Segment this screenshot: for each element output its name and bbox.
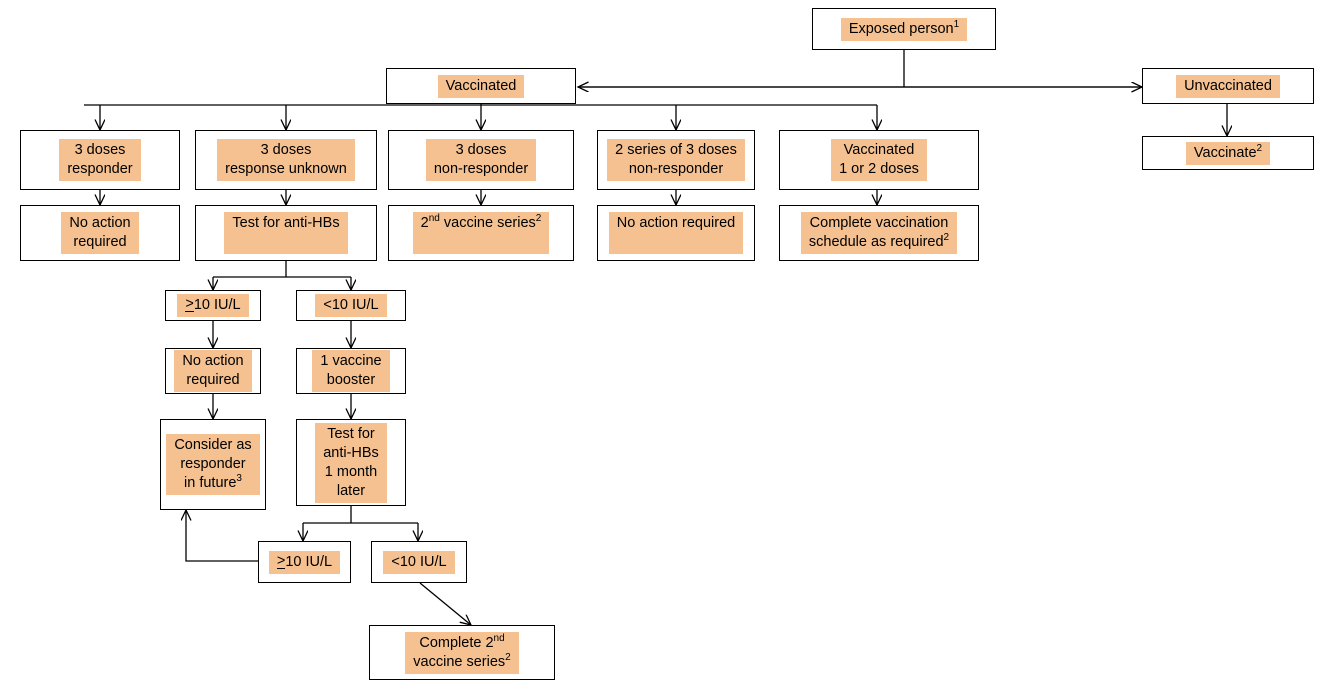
node-no-action-required-c[interactable]: No action required: [165, 348, 261, 394]
edge-feedback-responder: [186, 510, 258, 562]
node-1-vaccine-booster-label: 1 vaccine booster: [312, 350, 390, 392]
node-unvaccinated-label: Unvaccinated: [1176, 74, 1280, 98]
node-test-for-anti-hbs-label: Test for anti-HBs: [224, 212, 348, 254]
node-consider-as-responder-label: Consider as responder in future3: [166, 434, 260, 495]
node-test-for-anti-hbs[interactable]: Test for anti-HBs: [195, 205, 377, 261]
node-3-doses-responder[interactable]: 3 doses responder: [20, 130, 180, 190]
node-3-doses-response-unknown[interactable]: 3 doses response unknown: [195, 130, 377, 190]
node-lt10-iu-upper[interactable]: <10 IU/L: [296, 290, 406, 321]
node-no-action-required-c-label: No action required: [174, 350, 252, 392]
node-no-action-required-a[interactable]: No action required: [20, 205, 180, 261]
node-vaccinate[interactable]: Vaccinate2: [1142, 136, 1314, 170]
node-no-action-required-a-label: No action required: [61, 212, 139, 254]
node-2-series-non-responder-label: 2 series of 3 doses non-responder: [607, 139, 745, 181]
node-vaccinated[interactable]: Vaccinated: [386, 68, 576, 104]
node-3-doses-responder-label: 3 doses responder: [59, 139, 141, 181]
node-unvaccinated[interactable]: Unvaccinated: [1142, 68, 1314, 104]
node-test-anti-hbs-1-month-label: Test for anti-HBs 1 month later: [315, 422, 387, 503]
node-ge10-iu-lower[interactable]: >10 IU/L: [258, 541, 351, 583]
node-ge10-iu-lower-label: >10 IU/L: [268, 550, 341, 574]
node-lt10-iu-upper-label: <10 IU/L: [315, 294, 387, 317]
node-ge10-iu-upper-label: >10 IU/L: [177, 294, 249, 317]
node-1-vaccine-booster[interactable]: 1 vaccine booster: [296, 348, 406, 394]
node-ge10-iu-upper[interactable]: >10 IU/L: [165, 290, 261, 321]
node-3-doses-non-responder[interactable]: 3 doses non-responder: [388, 130, 574, 190]
node-exposed-person-label: Exposed person1: [840, 17, 968, 41]
node-complete-vaccination-schedule[interactable]: Complete vaccination schedule as require…: [779, 205, 979, 261]
node-2nd-vaccine-series[interactable]: 2nd vaccine series2: [388, 205, 574, 261]
greater-equal-icon-lower: >: [276, 552, 286, 569]
node-3-doses-response-unknown-label: 3 doses response unknown: [217, 139, 355, 181]
edge-lt2-complete: [419, 582, 471, 625]
node-test-anti-hbs-1-month[interactable]: Test for anti-HBs 1 month later: [296, 419, 406, 506]
node-3-doses-non-responder-label: 3 doses non-responder: [425, 139, 537, 181]
greater-equal-icon: >: [185, 296, 194, 312]
node-2-series-non-responder[interactable]: 2 series of 3 doses non-responder: [597, 130, 755, 190]
node-lt10-iu-lower-label: <10 IU/L: [383, 550, 455, 574]
node-consider-as-responder[interactable]: Consider as responder in future3: [160, 419, 266, 510]
node-vaccinated-label: Vaccinated: [437, 74, 525, 98]
node-no-action-required-b-label: No action required: [608, 212, 744, 254]
node-vaccinated-1-or-2-doses-label: Vaccinated 1 or 2 doses: [831, 139, 927, 181]
node-no-action-required-b[interactable]: No action required: [597, 205, 755, 261]
node-vaccinated-1-or-2-doses[interactable]: Vaccinated 1 or 2 doses: [779, 130, 979, 190]
node-2nd-vaccine-series-label: 2nd vaccine series2: [412, 212, 550, 254]
node-vaccinate-label: Vaccinate2: [1185, 141, 1271, 165]
node-exposed-person[interactable]: Exposed person1: [812, 8, 996, 50]
node-lt10-iu-lower[interactable]: <10 IU/L: [371, 541, 467, 583]
node-complete-vaccination-schedule-label: Complete vaccination schedule as require…: [800, 212, 958, 254]
